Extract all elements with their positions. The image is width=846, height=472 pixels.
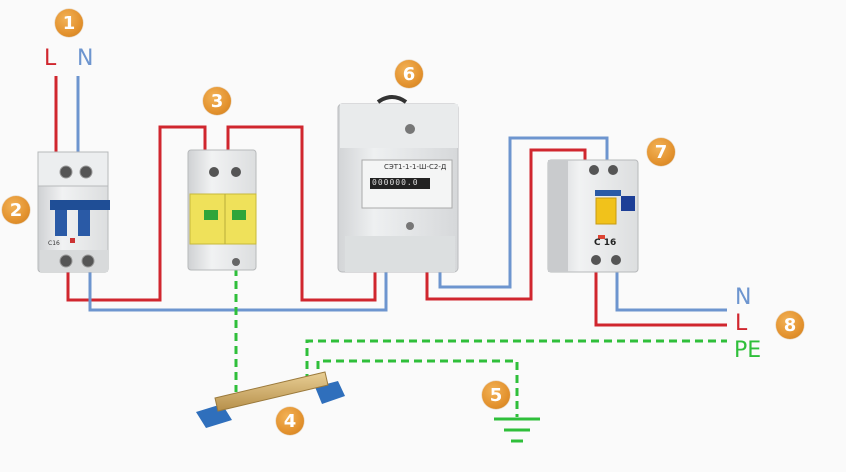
wire-pe-output: [305, 339, 727, 382]
badge-8: 8: [776, 311, 804, 339]
rcbo-rating-label: C 16: [594, 238, 617, 248]
output-label-n: N: [735, 285, 752, 310]
badge-3: 3: [203, 87, 231, 115]
line-wires: [54, 76, 727, 327]
pe-busbar: [196, 371, 345, 428]
meter-model-label: СЭТ1-1-1-Ш-С2-Д: [384, 163, 447, 171]
input-label-n: N: [77, 46, 94, 71]
ground-symbol-icon: [494, 417, 540, 443]
wire-l-meter-rcbo: [425, 148, 587, 301]
pe-wires: [234, 268, 727, 417]
output-label-l: L: [735, 311, 748, 336]
wire-n-breaker-meter: [88, 268, 388, 312]
badge-6: 6: [395, 60, 423, 88]
main-breaker: [37, 151, 110, 273]
breaker-rating-label: C16: [48, 240, 60, 247]
wire-l-spd-meter: [226, 125, 377, 302]
output-label-pe: PE: [734, 338, 762, 363]
badge-4: 4: [276, 407, 304, 435]
input-label-l: L: [44, 46, 57, 71]
wire-l-output: [594, 270, 727, 327]
badge-7: 7: [647, 138, 675, 166]
badge-1: 1: [55, 9, 83, 37]
badge-2: 2: [2, 196, 30, 224]
badge-5: 5: [482, 381, 510, 409]
wire-n-output: [615, 270, 727, 312]
wire-l-breaker-spd: [66, 125, 207, 302]
rcbo: [547, 159, 639, 273]
neutral-wires: [76, 76, 727, 312]
meter-display: 000000.0: [372, 178, 419, 187]
surge-protector: [187, 149, 257, 271]
wire-pe-ground: [316, 359, 519, 417]
wire-n-meter-rcbo: [438, 136, 609, 289]
electricity-meter: [337, 95, 459, 273]
